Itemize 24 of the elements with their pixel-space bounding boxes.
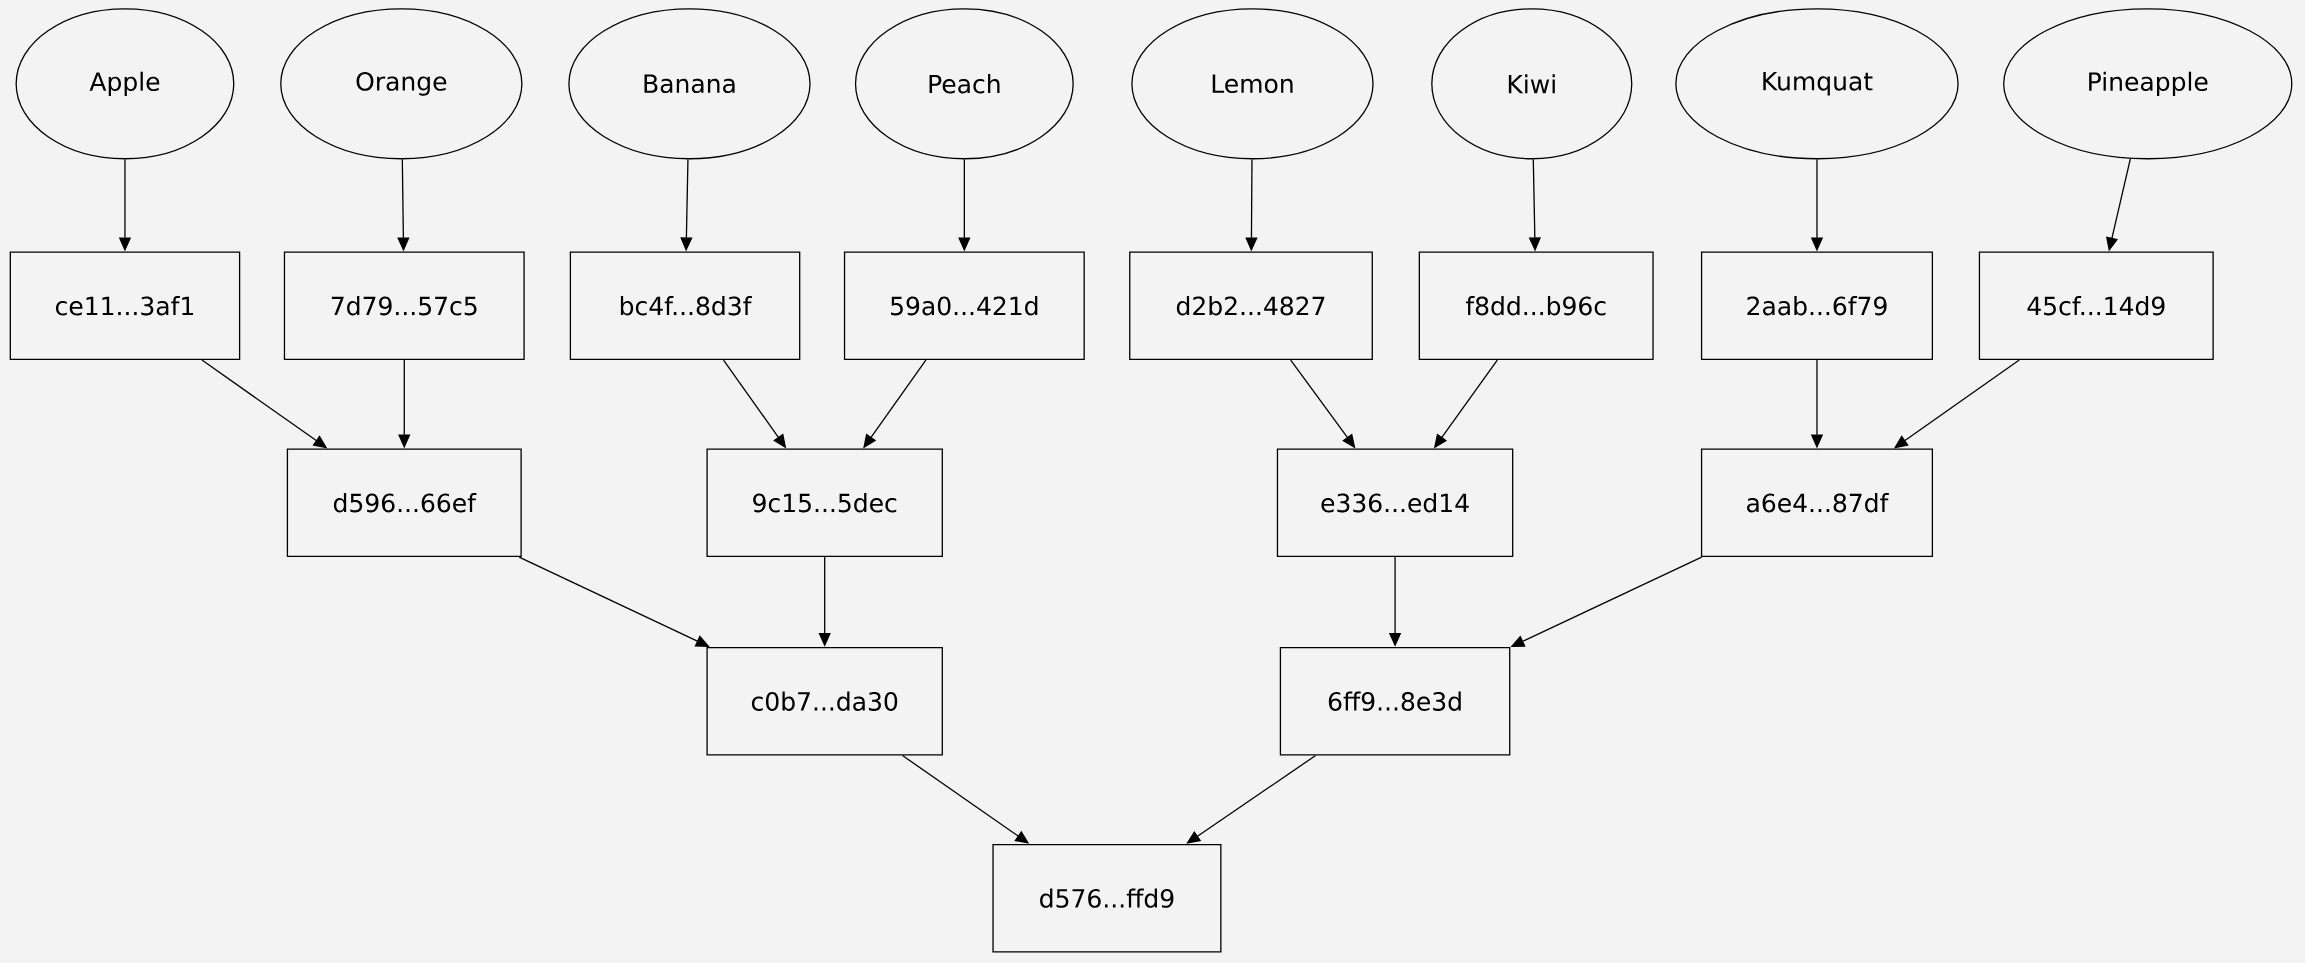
hash-box: c0b7...da30 [706,646,943,756]
hash-box: 59a0...421d [843,251,1085,361]
arrow [1186,754,1317,844]
hash-box: a6e4...87df [1700,448,1934,558]
ellipse-node: Orange [280,8,523,160]
hash-box: 9c15...5dec [706,448,943,558]
hash-box: d576...ffd9 [992,843,1222,953]
hash-box: 45cf...14d9 [1978,251,2214,361]
hash-box: 6ff9...8e3d [1279,646,1511,756]
hash-box: bc4f...8d3f [569,251,801,361]
hash-box: e336...ed14 [1276,448,1514,558]
ellipse-node: Peach [854,8,1074,160]
ellipse-node: Apple [15,8,235,160]
hash-box: f8dd...b96c [1418,251,1654,361]
hash-box: d2b2...4827 [1129,251,1373,361]
ellipse-node: Lemon [1131,8,1374,160]
ellipse-node: Pineapple [2003,8,2293,160]
ellipse-node: Kumquat [1675,8,1959,160]
hash-box: 7d79...57c5 [283,251,525,361]
ellipse-node: Kiwi [1431,8,1633,160]
ellipse-node: Banana [568,8,811,160]
hash-box: d596...66ef [286,448,522,558]
hash-box: 2aab...6f79 [1700,251,1934,361]
hash-box: ce11...3af1 [9,251,241,361]
